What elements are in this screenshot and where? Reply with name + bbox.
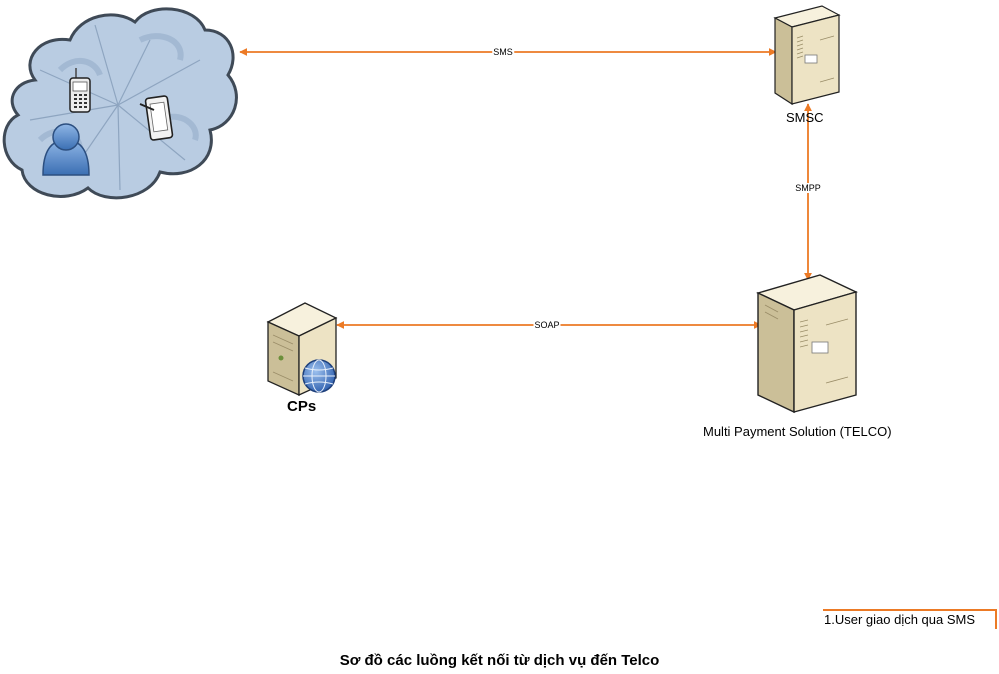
globe-icon: [302, 359, 336, 393]
soap-edge-label: SOAP: [533, 320, 561, 330]
sms-edge-label: SMS: [492, 47, 514, 57]
legend-text: 1.User giao dịch qua SMS: [824, 612, 976, 627]
server-tower-icon: [756, 274, 858, 414]
smpp-edge-label: SMPP: [794, 183, 822, 193]
legend: 1.User giao dịch qua SMS: [823, 609, 997, 629]
cps-label: CPs: [287, 398, 317, 415]
web-server-icon: [266, 302, 338, 397]
diagram-title: Sơ đồ các luồng kết nối từ dịch vụ đến T…: [339, 652, 660, 669]
cloud-icon: [2, 7, 238, 200]
mps-label: Multi Payment Solution (TELCO): [703, 424, 892, 439]
smsc-label: SMSC: [786, 110, 824, 125]
server-tower-icon: [773, 5, 841, 106]
user-icon: [42, 123, 90, 176]
tablet-icon: [139, 95, 174, 141]
mobile-phone-icon: [69, 68, 91, 113]
